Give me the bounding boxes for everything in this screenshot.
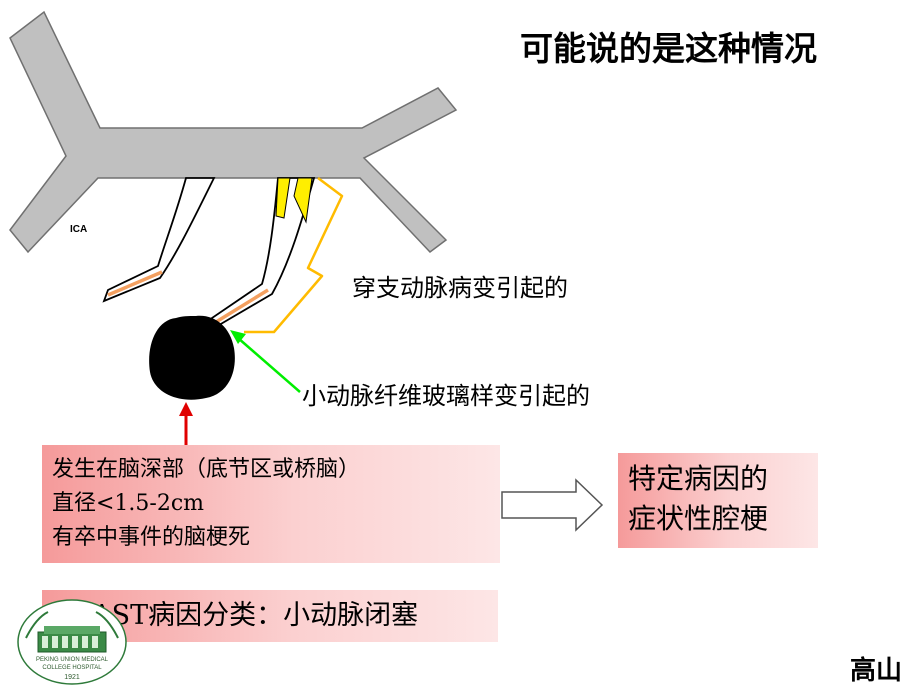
perforator-label: 穿支动脉病变引起的 bbox=[352, 274, 568, 302]
lacunar-infarct bbox=[149, 315, 235, 400]
right-perforator-highlight bbox=[215, 288, 269, 324]
location-line-3: 有卒中事件的脑梗死 bbox=[52, 525, 251, 550]
ica-label: ICA bbox=[70, 224, 88, 235]
left-perforator-highlight bbox=[107, 270, 163, 297]
logo-line-1: PEKING UNION MEDICAL bbox=[36, 657, 109, 663]
author-name: 高山 bbox=[850, 656, 903, 686]
block-arrow bbox=[501, 478, 604, 532]
result-box: 特定病因的 症状性腔梗 bbox=[618, 453, 818, 548]
hospital-logo: PEKING UNION MEDICAL COLLEGE HOSPITAL 19… bbox=[17, 599, 127, 685]
plaque-right bbox=[293, 177, 313, 224]
result-line-2: 症状性腔梗 bbox=[628, 502, 769, 535]
location-line-1: 发生在脑深部（底节区或桥脑） bbox=[52, 457, 361, 482]
green-arrow-line bbox=[237, 337, 301, 393]
logo-line-2: COLLEGE HOSPITAL bbox=[42, 665, 102, 671]
result-line-1: 特定病因的 bbox=[628, 462, 769, 495]
plaque-left bbox=[275, 177, 291, 219]
location-line-2: 直径<1.5-2cm bbox=[52, 491, 205, 516]
location-box: 发生在脑深部（底节区或桥脑） 直径<1.5-2cm 有卒中事件的脑梗死 bbox=[42, 445, 500, 563]
artery-tree bbox=[9, 10, 458, 254]
green-arrowhead bbox=[230, 330, 246, 344]
perforator-bracket bbox=[244, 177, 344, 334]
slide-title: 可能说的是这种情况 bbox=[520, 29, 817, 68]
hyaline-label: 小动脉纤维玻璃样变引起的 bbox=[302, 382, 590, 410]
logo-year: 1921 bbox=[64, 674, 80, 681]
left-perforator bbox=[102, 177, 216, 303]
red-arrowhead bbox=[179, 402, 193, 416]
